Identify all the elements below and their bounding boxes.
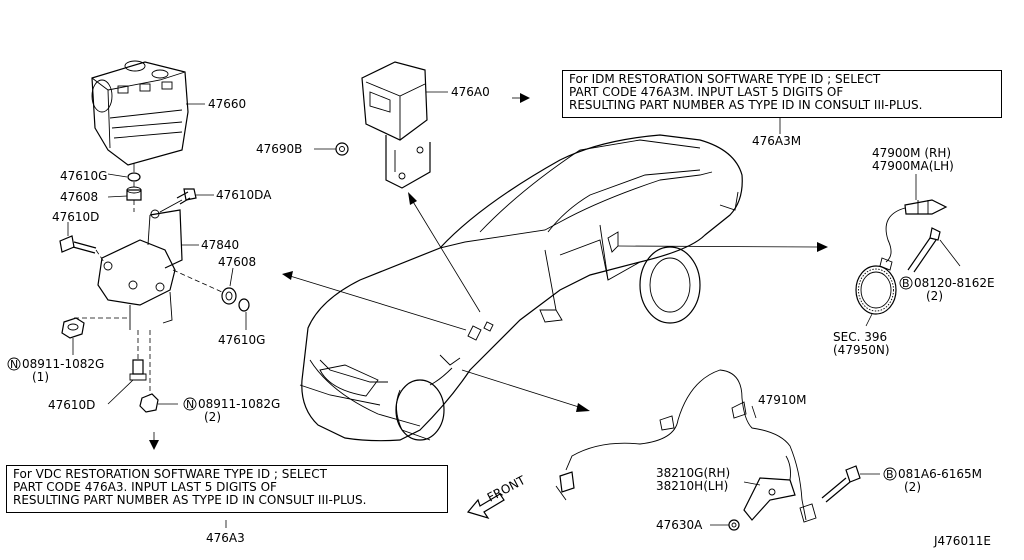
nut-47630A <box>710 519 740 531</box>
label-47840: 47840 <box>201 238 239 252</box>
bolt-47610D-lower <box>107 359 147 405</box>
idm-module-476A0 <box>361 61 448 189</box>
bolt-08120 <box>907 227 961 273</box>
label-476A3: 476A3 <box>206 531 245 545</box>
n-symbol-b: N <box>183 397 197 411</box>
idm-note: For IDM RESTORATION SOFTWARE TYPE ID ; S… <box>562 70 1002 118</box>
vdc-note-line-1: For VDC RESTORATION SOFTWARE TYPE ID ; S… <box>13 467 327 481</box>
arrow-to-vdc-note <box>149 432 159 450</box>
svg-text:N: N <box>186 398 194 411</box>
label-08911-b-qty: (2) <box>204 410 221 424</box>
abs-actuator-47660 <box>91 60 205 166</box>
idm-note-line-1: For IDM RESTORATION SOFTWARE TYPE ID ; S… <box>569 72 881 86</box>
label-47690B: 47690B <box>256 142 302 156</box>
label-47610D-b: 47610D <box>48 398 95 412</box>
label-081A6: 081A6-6165M <box>898 467 982 481</box>
idm-note-line-3: RESULTING PART NUMBER AS TYPE ID IN CONS… <box>569 98 923 112</box>
label-08911-a: 08911-1082G <box>22 357 104 371</box>
label-38210H: 38210H(LH) <box>656 479 728 493</box>
vdc-note: For VDC RESTORATION SOFTWARE TYPE ID ; S… <box>6 465 448 513</box>
svg-text:N: N <box>10 358 18 371</box>
grommet-47610G-b <box>238 298 250 330</box>
nut-08911-b <box>139 393 178 413</box>
label-47900M: 47900M (RH) <box>872 146 951 160</box>
svg-text:B: B <box>886 468 894 481</box>
sensor-ring-sec396 <box>855 265 897 327</box>
label-47608-b: 47608 <box>218 255 256 269</box>
label-47610D-a: 47610D <box>52 210 99 224</box>
bolt-47610D-upper <box>59 222 97 254</box>
grommet-47690B <box>314 142 349 156</box>
pointer-lines <box>282 192 828 412</box>
b-symbol-a: B <box>899 276 913 290</box>
bolt-081A6 <box>821 465 880 503</box>
grommet-47610G <box>107 163 141 182</box>
label-47610G-b: 47610G <box>218 333 265 347</box>
label-47660: 47660 <box>208 97 246 111</box>
front-arrow <box>466 493 505 520</box>
nut-08911-a <box>61 317 85 355</box>
label-47950N: (47950N) <box>833 343 890 357</box>
b-symbol-b: B <box>883 467 897 481</box>
bracket-47840 <box>97 209 199 330</box>
label-08120-qty: (2) <box>926 289 943 303</box>
label-08911-b: 08911-1082G <box>198 397 280 411</box>
label-08120: 08120-8162E <box>914 276 995 290</box>
svg-text:B: B <box>902 277 910 290</box>
n-symbol-a: N <box>7 357 21 371</box>
label-47630A: 47630A <box>656 518 703 532</box>
label-front: FRONT <box>485 473 528 505</box>
vehicle-outline <box>299 134 743 442</box>
vdc-note-line-3: RESULTING PART NUMBER AS TYPE ID IN CONS… <box>13 493 367 507</box>
bolt-47610DA <box>159 188 214 213</box>
label-08911-a-qty: (1) <box>32 370 49 384</box>
label-476A3M: 476A3M <box>752 134 801 148</box>
label-38210G: 38210G(RH) <box>656 466 730 480</box>
arrow-to-idm-note <box>512 93 530 103</box>
bracket-38210 <box>743 477 796 521</box>
diagram-id: J476011E <box>933 534 991 548</box>
label-47608-a: 47608 <box>60 190 98 204</box>
label-476A0: 476A0 <box>451 85 490 99</box>
label-47610DA: 47610DA <box>216 188 272 202</box>
sensor-47900M <box>879 174 948 271</box>
idm-note-line-2: PART CODE 476A3M. INPUT LAST 5 DIGITS OF <box>569 85 844 99</box>
label-081A6-qty: (2) <box>904 480 921 494</box>
insulator-47608 <box>107 182 142 201</box>
insulator-47608-b <box>221 267 237 305</box>
vdc-note-line-2: PART CODE 476A3. INPUT LAST 5 DIGITS OF <box>13 480 277 494</box>
label-47900MA: 47900MA(LH) <box>872 159 954 173</box>
install-lines <box>74 200 223 395</box>
label-47910M: 47910M <box>758 393 807 407</box>
harness-47910M <box>555 369 817 523</box>
label-sec396: SEC. 396 <box>833 330 887 344</box>
label-47610G-a: 47610G <box>60 169 107 183</box>
